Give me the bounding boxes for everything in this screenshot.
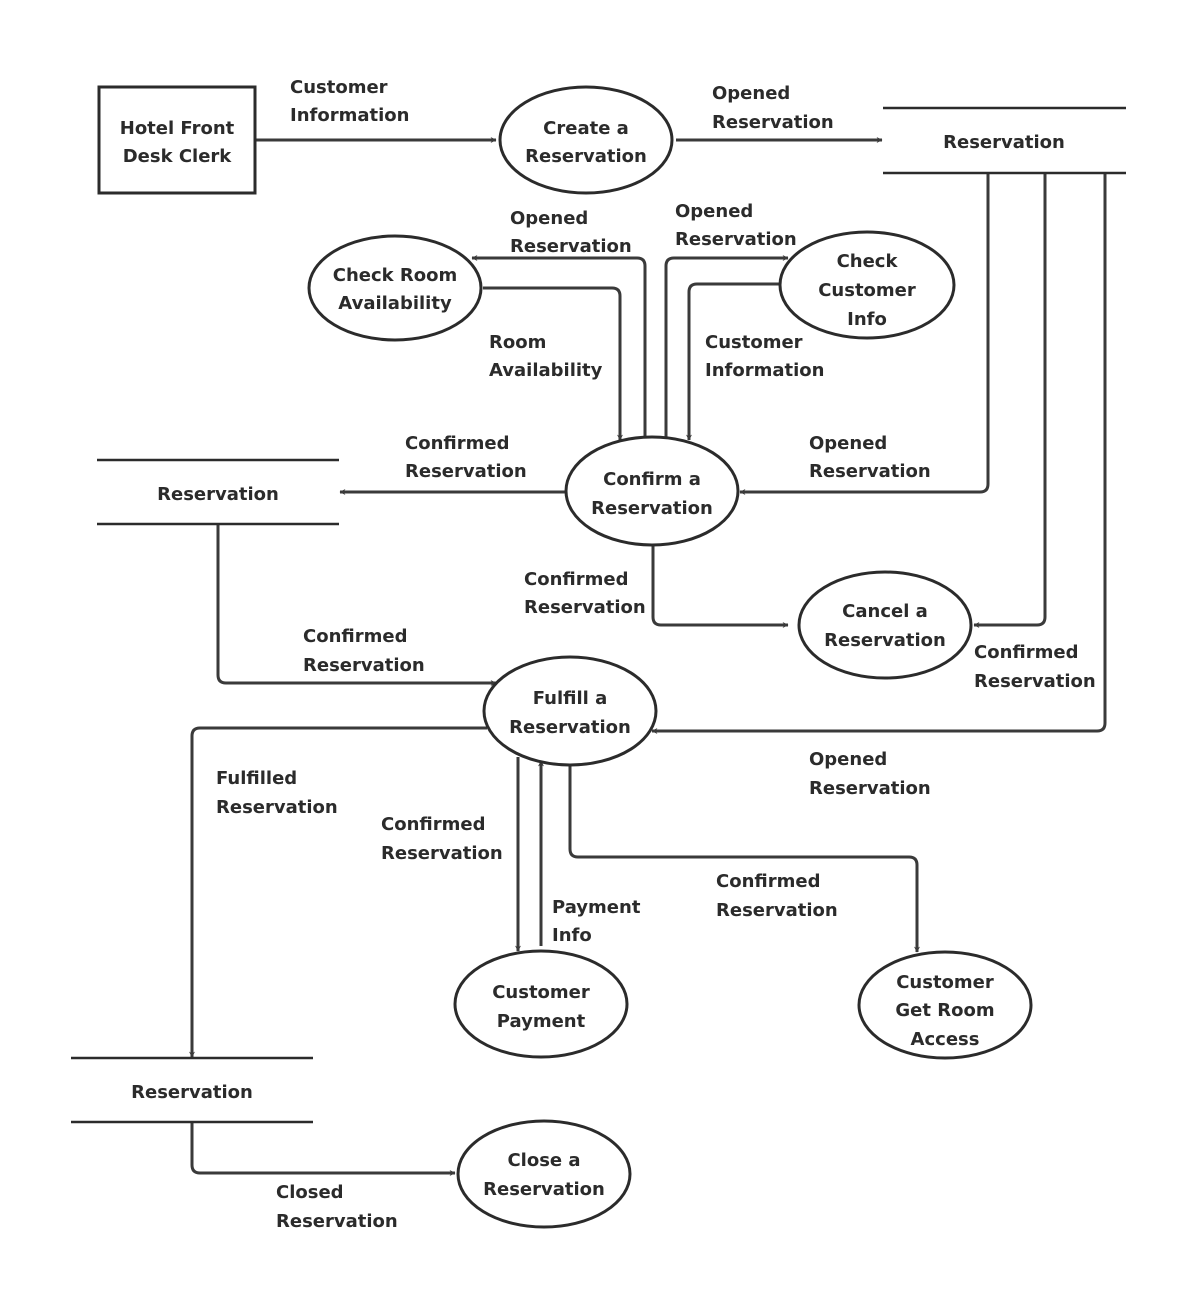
flow-confirm-to-check-room xyxy=(471,255,647,437)
flow-store-to-confirm xyxy=(739,174,990,495)
flow-store-to-cancel xyxy=(973,174,1047,628)
flow-store-bottom-to-close xyxy=(190,1122,456,1176)
process-label: Reservation xyxy=(525,146,647,167)
store-label: Reservation xyxy=(157,484,279,505)
process-label: Check xyxy=(837,251,899,272)
process-label: Info xyxy=(847,309,887,330)
flow-confirm-to-check-customer xyxy=(664,255,789,437)
process-label: Reservation xyxy=(483,1179,605,1200)
process-label: Reservation xyxy=(591,498,713,519)
process-label: Availability xyxy=(338,293,452,314)
data-store-reservation-top: Reservation xyxy=(883,106,1126,175)
process-label: Cancel a xyxy=(842,601,928,622)
process-confirm-reservation: Confirm a Reservation xyxy=(564,435,740,547)
flow-store-mid-to-fulfill xyxy=(216,525,497,686)
process-label: Create a xyxy=(543,118,629,139)
flow-store-to-fulfill xyxy=(651,174,1107,734)
process-cancel-reservation: Cancel a Reservation xyxy=(797,570,973,680)
flow-check-room-to-confirm xyxy=(483,286,623,441)
process-label: Payment xyxy=(497,1011,586,1032)
process-label: Close a xyxy=(507,1150,580,1171)
flow-confirm-to-cancel xyxy=(651,546,789,628)
process-label: Get Room xyxy=(895,1000,994,1021)
flow-check-customer-to-confirm xyxy=(686,282,780,441)
entity-label: Hotel Front xyxy=(120,118,235,139)
process-label: Customer xyxy=(818,280,916,301)
process-label: Customer xyxy=(896,972,994,993)
process-label: Reservation xyxy=(509,717,631,738)
process-label: Check Room xyxy=(333,265,458,286)
flow-fulfill-to-store-bottom xyxy=(189,726,487,1058)
store-label: Reservation xyxy=(943,132,1065,153)
process-label: Reservation xyxy=(824,630,946,651)
process-close-reservation: Close a Reservation xyxy=(456,1119,632,1229)
process-create-reservation: Create a Reservation xyxy=(498,85,674,195)
process-label: Access xyxy=(911,1029,980,1050)
entity-label: Desk Clerk xyxy=(123,146,233,167)
data-store-reservation-middle: Reservation xyxy=(97,458,339,526)
data-store-reservation-bottom: Reservation xyxy=(71,1056,313,1124)
process-label: Fulfill a xyxy=(533,688,607,709)
flow-fulfill-to-room-access xyxy=(568,766,920,953)
store-label: Reservation xyxy=(131,1082,253,1103)
process-label: Confirm a xyxy=(603,469,701,490)
process-fulfill-reservation: Fulfill a Reservation xyxy=(482,655,658,767)
process-label: Customer xyxy=(492,982,590,1003)
